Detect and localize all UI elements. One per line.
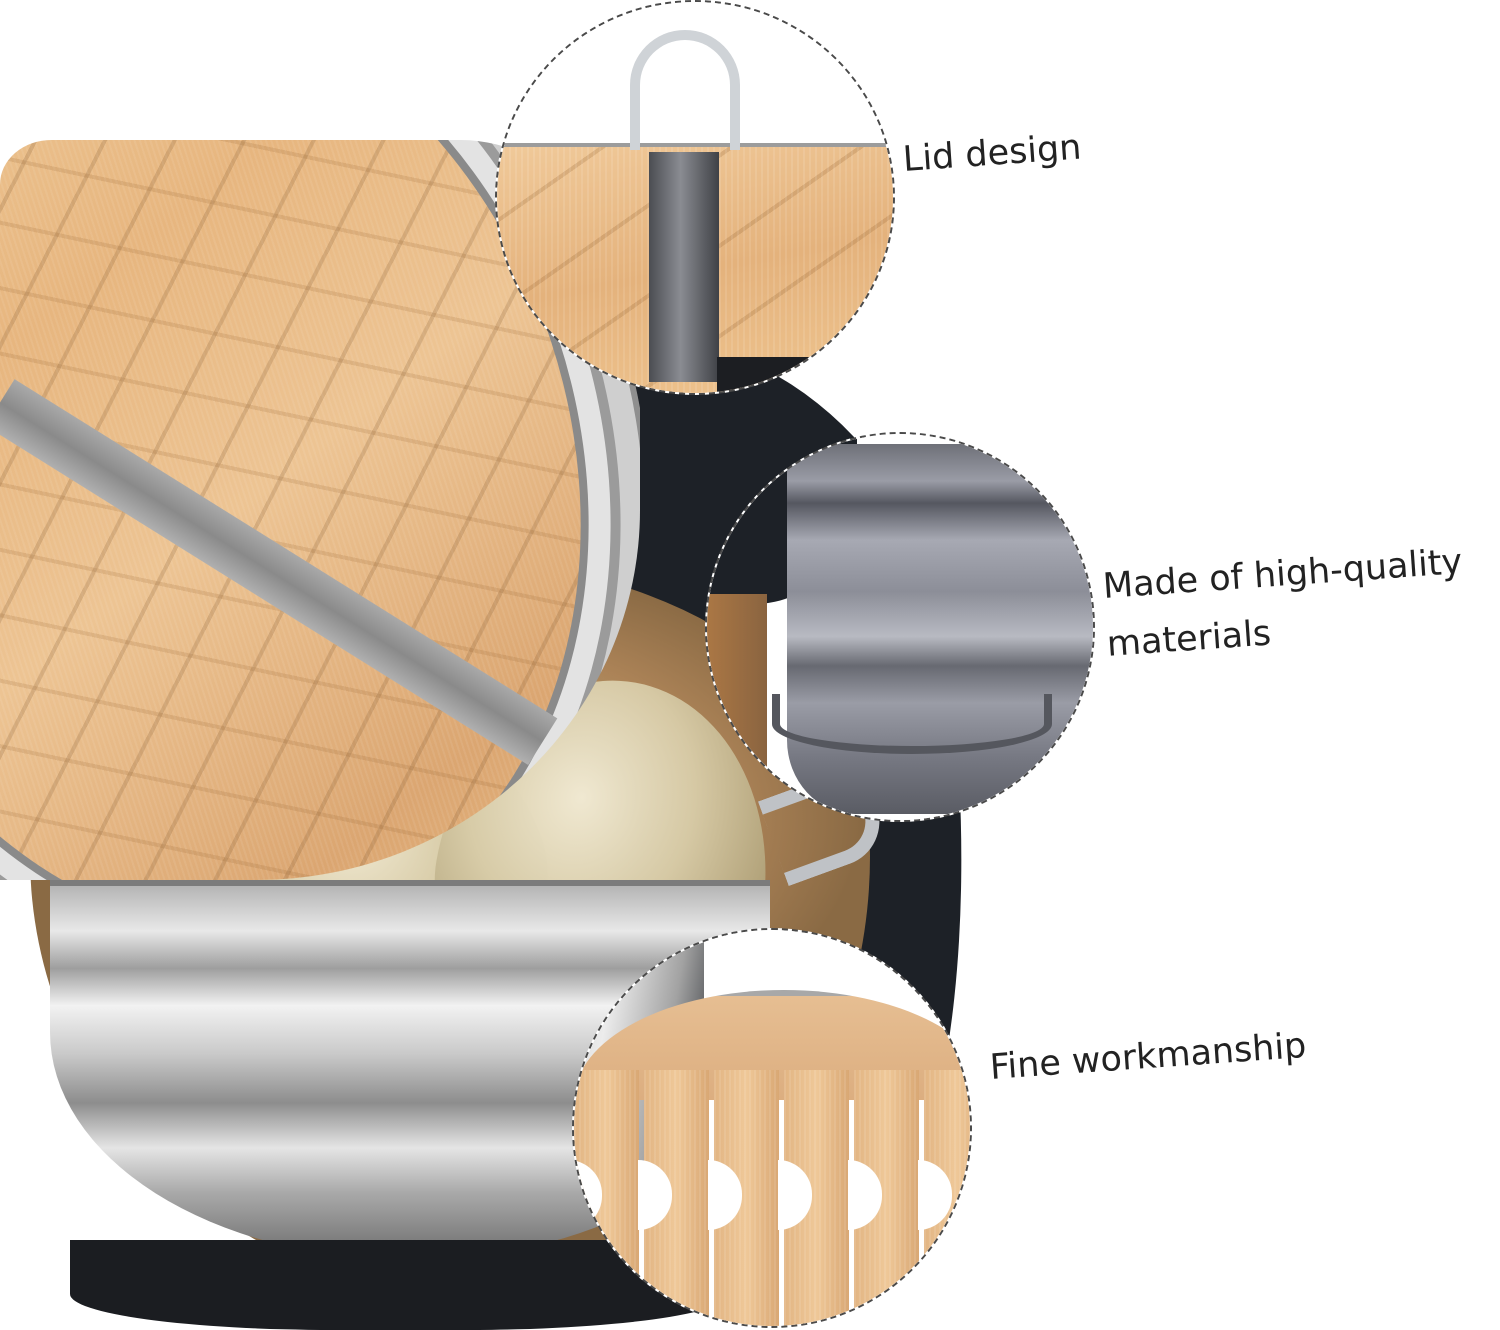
- lid-loop-handle: [630, 30, 740, 150]
- bamboo-slat: [708, 1070, 779, 1326]
- steel-rim: [772, 694, 1052, 754]
- bamboo-slat: [918, 1070, 970, 1326]
- callout-lid-design: [495, 0, 895, 395]
- bamboo-slat-base: [574, 1070, 970, 1326]
- bamboo-edge: [707, 594, 767, 820]
- bamboo-slat: [638, 1070, 709, 1326]
- bamboo-slat: [848, 1070, 919, 1326]
- bamboo-slat: [778, 1070, 849, 1326]
- bamboo-slat: [574, 1070, 639, 1326]
- callout-materials: [705, 432, 1095, 822]
- stainless-steel-wall-detail: [787, 444, 1093, 814]
- callout-workmanship: [572, 928, 972, 1328]
- dark-background: [717, 357, 893, 393]
- lid-metal-strap-detail: [649, 152, 719, 382]
